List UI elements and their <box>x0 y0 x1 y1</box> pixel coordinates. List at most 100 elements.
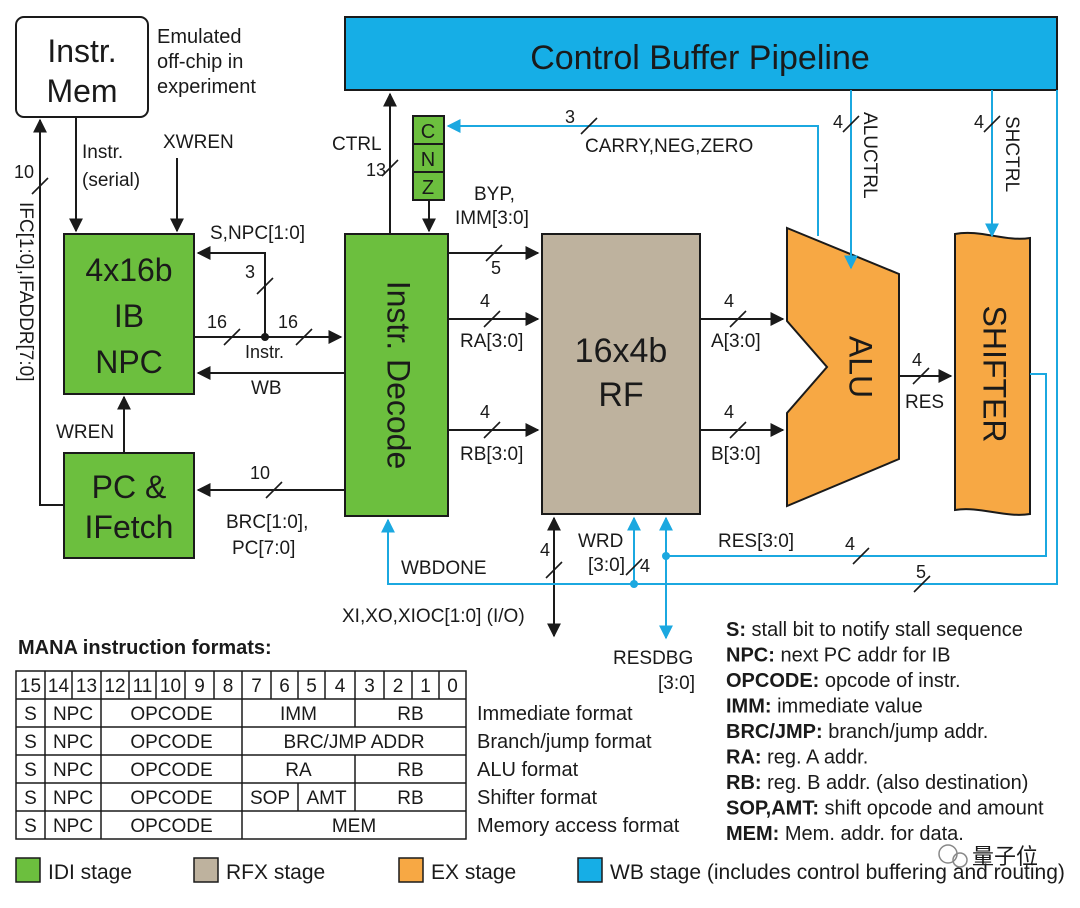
tick-shctrl <box>983 115 1001 133</box>
formats-field: OPCODE <box>130 732 212 753</box>
formats-bit-label: 9 <box>194 676 205 697</box>
formats-field: OPCODE <box>130 816 212 837</box>
tick-xio <box>545 561 563 579</box>
label-xwren: XWREN <box>163 132 234 153</box>
label-instr-width-out: 16 <box>278 312 298 332</box>
label-brc-1: BRC[1:0], <box>226 512 308 533</box>
formats-field: MEM <box>332 816 376 837</box>
label-instr-width-in: 16 <box>207 312 227 332</box>
legend-swatch <box>193 857 219 883</box>
shifter-label: SHIFTER <box>977 306 1013 443</box>
offchip-note-3: experiment <box>157 76 256 98</box>
formats-field: NPC <box>53 732 93 753</box>
flag-z-box <box>412 171 445 201</box>
label-instr: Instr. <box>245 342 284 362</box>
label-wrd-1: WRD <box>578 531 623 552</box>
label-shctrl: SHCTRL <box>1001 116 1022 192</box>
label-byp-width: 5 <box>491 258 501 278</box>
tick-aluctrl <box>842 115 860 133</box>
formats-field: AMT <box>306 788 347 809</box>
label-wb: WB <box>251 378 282 399</box>
legend-label: RFX stage <box>226 861 325 884</box>
tick-res30 <box>852 547 870 565</box>
glossary-entry: RB: reg. B addr. (also destination) <box>726 772 1028 794</box>
tick-ctrl <box>381 159 399 177</box>
label-res-width: 4 <box>912 350 922 370</box>
tick-ifc <box>31 177 49 195</box>
formats-bit-label: 14 <box>48 676 70 697</box>
glossary-entry: SOP,AMT: shift opcode and amount <box>726 798 1044 820</box>
legend-swatch <box>15 857 41 883</box>
formats-title: MANA instruction formats: <box>18 637 272 659</box>
formats-name: Immediate format <box>477 703 633 725</box>
ib-npc-label-2: IB <box>114 298 144 334</box>
label-byp-2: IMM[3:0] <box>455 208 529 229</box>
formats-bit-label: 13 <box>76 676 97 697</box>
label-aluctrl: ALUCTRL <box>859 112 880 199</box>
tick-s-npc <box>256 277 274 295</box>
formats-field: S <box>24 788 37 809</box>
offchip-note-1: Emulated <box>157 26 242 48</box>
formats-name: Branch/jump format <box>477 731 652 753</box>
formats-bit-label: 10 <box>160 676 181 697</box>
alu-label: ALU <box>843 336 879 398</box>
instr-decode-label: Instr. Decode <box>381 281 417 470</box>
legend-swatch <box>577 857 603 883</box>
tick-byp <box>485 244 503 262</box>
formats-bit-label: 6 <box>279 676 290 697</box>
tick-sh-return <box>913 575 931 593</box>
label-res30: RES[3:0] <box>718 531 794 552</box>
legend-swatch <box>398 857 424 883</box>
label-brc-2: PC[7:0] <box>232 538 295 559</box>
formats-bit-label: 11 <box>133 676 153 697</box>
tick-ra <box>483 310 501 328</box>
label-ifc-ifaddr: IFC[1:0],IFADDR[7:0] <box>15 202 36 382</box>
label-ctrl: CTRL <box>332 134 382 155</box>
label-aluctrl-width: 4 <box>833 112 843 132</box>
label-b: B[3:0] <box>711 444 761 465</box>
wire-wbdone <box>381 90 1058 585</box>
instr-mem-block <box>15 16 149 118</box>
label-a-width: 4 <box>724 291 734 311</box>
tick-brc <box>265 481 283 499</box>
label-res30-width: 4 <box>845 534 855 554</box>
formats-field: S <box>24 732 37 753</box>
formats-field: RB <box>397 760 423 781</box>
wire-ifc-ifaddr <box>33 118 64 506</box>
flag-z-label: Z <box>422 177 434 199</box>
label-carry-width: 3 <box>565 107 575 127</box>
label-s-npc: S,NPC[1:0] <box>210 223 305 244</box>
formats-bit-label: 12 <box>104 676 125 697</box>
wire-s-npc <box>196 246 266 337</box>
formats-field: RA <box>285 760 312 781</box>
formats-field: S <box>24 816 37 837</box>
watermark-logo-icon-2 <box>952 852 968 868</box>
formats-field: BRC/JMP ADDR <box>283 732 424 753</box>
formats-field: RB <box>397 704 423 725</box>
formats-bit-label: 8 <box>223 676 234 697</box>
tick-carry <box>580 117 598 135</box>
shifter-block <box>954 231 1031 516</box>
formats-bit-label: 4 <box>335 676 346 697</box>
wire-res-return <box>659 373 1047 557</box>
pc-ifetch-label-1: PC & <box>92 469 167 505</box>
label-b-width: 4 <box>724 402 734 422</box>
alu-block <box>786 226 900 508</box>
label-ra: RA[3:0] <box>460 331 523 352</box>
label-ra-width: 4 <box>480 291 490 311</box>
label-ifc-width: 10 <box>14 162 34 182</box>
flag-c-label: C <box>421 121 435 143</box>
junction-instr <box>261 333 269 341</box>
label-brc-width: 10 <box>250 463 270 483</box>
label-xio-width: 4 <box>540 540 550 560</box>
label-sh-width: 5 <box>916 562 926 582</box>
label-shctrl-width: 4 <box>974 112 984 132</box>
formats-field: S <box>24 704 37 725</box>
formats-name: Memory access format <box>477 815 680 837</box>
label-wrd-width: 4 <box>640 556 650 576</box>
label-wrd-2: [3:0] <box>588 555 625 576</box>
